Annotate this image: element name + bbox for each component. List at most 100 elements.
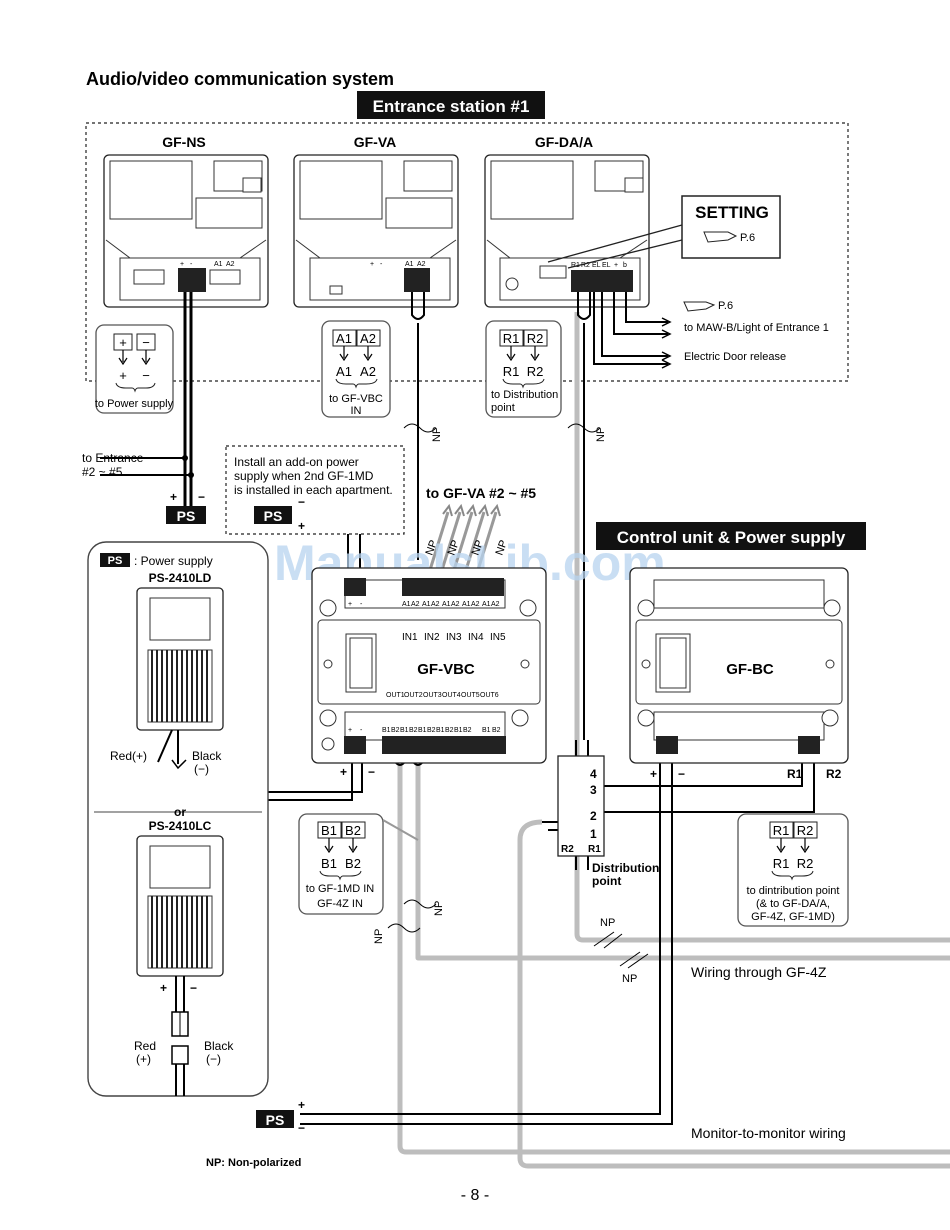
svg-text:IN: IN [351, 405, 362, 417]
ps-model-2: PS-2410LC [149, 819, 212, 833]
footnote: NP: Non-polarized [206, 1157, 301, 1169]
ps2-red-sign: (+) [136, 1052, 151, 1066]
va-term-minus: - [380, 261, 383, 268]
addon-note-2: supply when 2nd GF-1MD [234, 469, 374, 483]
vbc-top-terminals: + - A1 A2 A1 A2 A1 A2 A1 A2 A1 A2 [344, 578, 504, 608]
control-banner-text: Control unit & Power supply [617, 528, 846, 547]
left-ps-badge [166, 506, 206, 524]
dist-term-1: 1 [590, 827, 597, 841]
vbc-in3: IN3 [446, 632, 462, 643]
svg-text:R1: R1 [773, 856, 790, 871]
ps-or: or [174, 805, 186, 819]
np-marker-vbc-3: NP [470, 539, 487, 557]
np-marker-monitor: NP [622, 973, 637, 985]
bottom-ps-plus: + [298, 1098, 305, 1112]
svg-text:B2: B2 [427, 727, 436, 734]
svg-text:A2: A2 [360, 331, 376, 346]
monitor-wiring-label: Monitor-to-monitor wiring [691, 1125, 846, 1141]
to-entrance-label-1: to Entrance [82, 451, 144, 465]
bc-r1: R1 [787, 767, 803, 781]
vbc-plus: + [340, 765, 347, 779]
dist-label-2: point [592, 874, 621, 888]
ps2-black-sign: (−) [206, 1052, 221, 1066]
dist-label-1: Distribution [592, 861, 659, 875]
model-gf-ns: GF-NS [162, 134, 206, 150]
svg-text:B1: B1 [321, 856, 337, 871]
np-twist-symbols [387, 423, 649, 969]
da-term-b: b [623, 262, 627, 269]
svg-text:A1: A1 [422, 601, 431, 608]
ps2-red: Red [134, 1039, 156, 1053]
svg-text:B2: B2 [345, 856, 361, 871]
callout-ns: + − + − to Power supply [95, 324, 174, 414]
gf-va-unit: + - A1 A2 [293, 154, 459, 308]
svg-text:A1: A1 [336, 364, 352, 379]
svg-text:GF-4Z IN: GF-4Z IN [317, 898, 363, 910]
np-marker-vbc-1: NP [424, 539, 441, 557]
svg-text:PS: PS [177, 508, 196, 524]
setting-pointer [547, 224, 683, 263]
wiring-4z-label: Wiring through GF-4Z [691, 964, 827, 980]
setting-ref: P.6 [740, 232, 755, 244]
np-marker-vbc-2: NP [446, 539, 463, 557]
page-number: - 8 - [461, 1187, 489, 1204]
va-term-a2: A2 [417, 261, 426, 268]
entrance-banner [357, 91, 545, 119]
ps-black-sign: (−) [194, 762, 209, 776]
svg-text:B1: B1 [382, 727, 391, 734]
callout-vbc: B1 B2 B1 B2 to GF-1MD IN GF-4Z IN [298, 813, 419, 915]
da-term-plus: + [614, 262, 618, 269]
svg-text:A1: A1 [402, 601, 411, 608]
to-va-label: to GF-VA #2 ~ #5 [426, 485, 536, 501]
bottom-ps-badge [256, 1110, 294, 1128]
gf-bc-unit [629, 567, 849, 764]
bc-name: GF-BC [726, 661, 774, 678]
svg-text:-: - [360, 727, 363, 734]
svg-text:B1: B1 [418, 727, 427, 734]
addon-note-3: is installed in each apartment. [234, 483, 393, 497]
entrance-enclosure [85, 122, 849, 382]
model-gf-va: GF-VA [354, 134, 397, 150]
left-ps-minus: − [198, 490, 205, 504]
svg-text:−: − [142, 335, 150, 350]
vbc-minus: − [368, 765, 375, 779]
svg-text:+: + [119, 335, 127, 350]
svg-text:−: − [142, 368, 150, 383]
da-term-el1: EL [592, 262, 601, 269]
addon-note-1: Install an add-on power [234, 455, 359, 469]
vbc-out1: OUT1 [386, 692, 405, 699]
bc-minus: − [678, 767, 685, 781]
svg-text:+: + [298, 519, 305, 533]
ps-panel-badge [100, 553, 130, 567]
va-term-plus: + [370, 261, 374, 268]
bc-plus: + [650, 767, 657, 781]
svg-text:A2: A2 [491, 601, 500, 608]
svg-text:R2: R2 [797, 823, 814, 838]
left-ps-plus: + [170, 490, 177, 504]
ps2-black: Black [204, 1039, 234, 1053]
svg-text:(& to GF-DA/A,: (& to GF-DA/A, [756, 898, 830, 910]
svg-text:R2: R2 [527, 331, 544, 346]
ps-model-1: PS-2410LD [149, 571, 212, 585]
da-output-wires [593, 292, 672, 369]
dist-term-3: 3 [590, 783, 597, 797]
svg-text:A2: A2 [431, 601, 440, 608]
gf-vbc-unit [311, 567, 547, 764]
page-heading: Audio/video communication system [86, 69, 394, 89]
ps-red-label: Red(+) [110, 749, 147, 763]
svg-text:B1: B1 [482, 727, 491, 734]
ns-term-plus: + [180, 261, 184, 268]
ps2-plus: + [160, 981, 167, 995]
svg-text:A2: A2 [451, 601, 460, 608]
svg-text:to GF-VBC: to GF-VBC [329, 393, 383, 405]
vbc-bottom-terminals: + - B1 B2 B1 B2 B1 B2 B1 B2 B1 B2 B1 B2 [344, 727, 506, 754]
entrance-banner-text: Entrance station #1 [373, 97, 530, 116]
svg-text:B1: B1 [436, 727, 445, 734]
svg-text:B1: B1 [321, 823, 337, 838]
ps-2410ld-unit [136, 587, 224, 770]
svg-text:A2: A2 [471, 601, 480, 608]
svg-text:-: - [360, 601, 363, 608]
svg-text:A1: A1 [482, 601, 491, 608]
ps-panel-title: : Power supply [134, 554, 213, 568]
ref-p6: P.6 [718, 300, 733, 312]
